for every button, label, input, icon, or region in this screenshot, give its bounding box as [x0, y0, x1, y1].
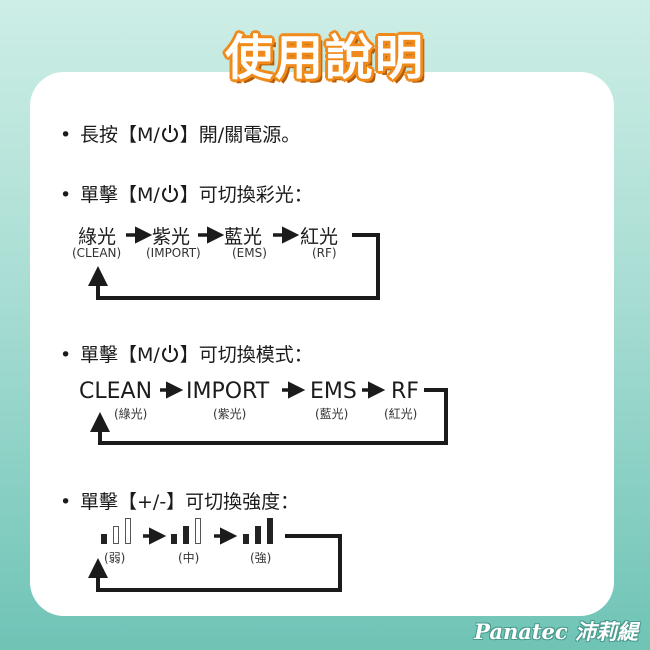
cycle-item-sub: (RF): [312, 246, 337, 260]
instruction-text: 單擊【+/-】可切換強度：: [80, 491, 300, 513]
signal-bars-strong-icon: [243, 518, 277, 544]
bullet: •: [60, 184, 72, 206]
cycle-item-main: 紅光: [300, 226, 339, 248]
signal-bars-weak-icon: [101, 518, 135, 544]
bar-filled: [243, 534, 249, 544]
cycle-item-sub: (綠光): [114, 407, 148, 421]
return-arrow-icon: [88, 534, 342, 592]
bar-filled: [267, 518, 273, 544]
instruction-text-post: 】可切換彩光：: [179, 184, 313, 206]
bar-empty: [125, 518, 131, 544]
instruction-text-pre: 長按【M/: [80, 124, 160, 146]
cycle-item-sub: (紫光): [213, 407, 247, 421]
instruction-text-post: 】可切換模式：: [179, 344, 313, 366]
instruction-text-post: 】開/關電源。: [179, 124, 301, 146]
instruction-mode: • 單擊【M/ 】可切換模式：: [60, 340, 313, 368]
power-icon: [160, 343, 180, 368]
bar-filled: [101, 534, 107, 544]
cycle-item-sub: (IMPORT): [146, 246, 201, 260]
power-icon: [160, 123, 180, 148]
cycle-item-main: 綠光: [78, 226, 117, 248]
cycle-item-sub: (紅光): [384, 407, 418, 421]
instruction-intensity: • 單擊【+/-】可切換強度：: [60, 487, 299, 514]
cycle-item-sub: (CLEAN): [72, 246, 122, 260]
cycle-item-main: EMS: [310, 379, 357, 404]
instruction-power: • 長按【M/ 】開/關電源。: [60, 120, 300, 148]
instruction-color-light: • 單擊【M/ 】可切換彩光：: [60, 180, 313, 208]
cycle-item-main: CLEAN: [79, 379, 153, 404]
page-title: 使用說明: [224, 30, 425, 86]
power-icon: [160, 183, 180, 208]
brand-logo: Panatec 沛莉緹: [474, 619, 638, 644]
bar-filled: [255, 526, 261, 544]
cycle-item-main: IMPORT: [186, 379, 270, 404]
signal-bars-medium-icon: [171, 518, 205, 544]
return-arrow-icon: [90, 388, 448, 445]
bullet: •: [60, 344, 72, 366]
level-sub: (中): [178, 551, 200, 565]
cycle-item-sub: (EMS): [232, 246, 267, 260]
bullet: •: [60, 124, 72, 146]
level-sub: (強): [250, 551, 272, 565]
bar-filled: [183, 526, 189, 544]
bar-filled: [171, 534, 177, 544]
cycle-item-main: RF: [391, 379, 419, 404]
cycle-item-sub: (藍光): [315, 407, 349, 421]
return-arrow-icon: [88, 233, 380, 300]
bar-empty: [195, 518, 201, 544]
instruction-text-pre: 單擊【M/: [80, 184, 160, 206]
level-sub: (弱): [104, 551, 126, 565]
bar-empty: [113, 526, 119, 544]
cycle-item-main: 紫光: [152, 226, 191, 248]
bullet: •: [60, 491, 72, 513]
instruction-text-pre: 單擊【M/: [80, 344, 160, 366]
cycle-item-main: 藍光: [224, 226, 263, 248]
